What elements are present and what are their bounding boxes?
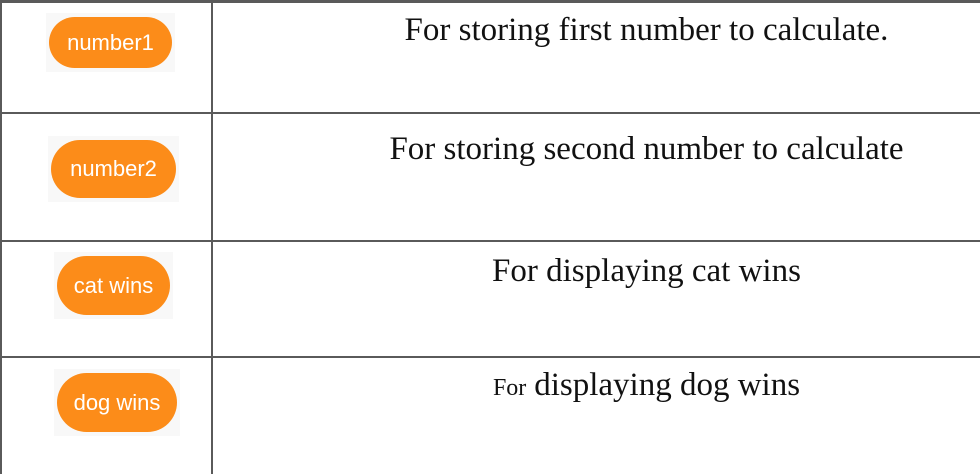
description-cell: For displaying dog wins — [213, 358, 980, 474]
pill-backdrop: number1 — [46, 13, 175, 72]
description-prefix: For — [492, 375, 527, 401]
description-text: For displaying cat wins — [492, 253, 801, 289]
description-text: For storing first number to calculate. — [404, 12, 889, 48]
description-text: displaying dog wins — [534, 367, 801, 403]
pill-backdrop: cat wins — [54, 252, 173, 319]
variable-pill-number1: number1 — [49, 17, 172, 68]
pill-backdrop: dog wins — [54, 369, 180, 436]
variable-pill-cat-wins: cat wins — [57, 256, 170, 315]
variable-cell: cat wins — [2, 242, 213, 358]
variable-cell: dog wins — [2, 358, 213, 474]
variable-cell: number1 — [2, 3, 213, 114]
description-text: For storing second number to calculate — [389, 131, 904, 167]
variable-cell: number2 — [2, 114, 213, 242]
variable-pill-dog-wins: dog wins — [57, 373, 177, 432]
description-cell: For displaying cat wins — [213, 242, 980, 358]
pill-backdrop: number2 — [48, 136, 179, 202]
description-cell: For storing second number to calculate — [213, 114, 980, 242]
description-cell: For storing first number to calculate. — [213, 3, 980, 114]
variable-pill-number2: number2 — [51, 140, 176, 198]
